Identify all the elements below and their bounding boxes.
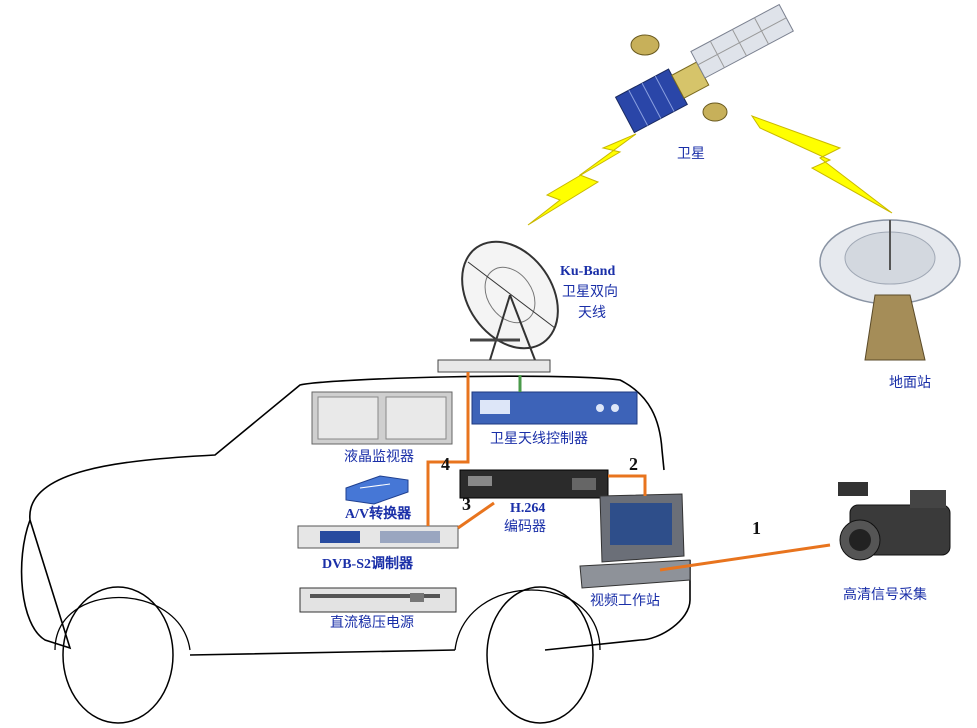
- modulator-icon: [297, 525, 459, 549]
- encoder-icon: [459, 469, 609, 499]
- line-workstation-to-camera: [659, 543, 831, 572]
- label-video-workstation: 视频工作站: [590, 593, 660, 609]
- line-antenna-to-modulator: [426, 372, 470, 526]
- camera-icon: [838, 482, 951, 561]
- label-antenna-band: Ku-Band: [560, 264, 616, 279]
- label-av-converter: A/V转换器: [345, 507, 412, 522]
- ground-dish-icon: [819, 219, 961, 361]
- label-hd-capture: 高清信号采集: [843, 587, 927, 603]
- label-satellite: 卫星: [677, 146, 705, 162]
- label-antenna-line1: 卫星双向: [562, 284, 618, 300]
- dish-antenna-icon: [437, 240, 559, 373]
- label-power-supply: 直流稳压电源: [330, 615, 414, 631]
- line-encoder-to-modulator: [457, 501, 495, 530]
- connection-number-4: 4: [441, 454, 450, 474]
- rear-wheel: [486, 586, 594, 724]
- label-antenna-line2: 天线: [578, 305, 606, 321]
- monitor-icon: [311, 391, 453, 445]
- front-wheel: [62, 586, 174, 724]
- power-supply-icon: [299, 587, 457, 613]
- converter-icon: [345, 475, 409, 505]
- connection-number-2: 2: [629, 454, 638, 474]
- label-lcd-monitor: 液晶监视器: [344, 449, 414, 465]
- lightning-bolt-left: [527, 133, 637, 226]
- label-ground-station: 地面站: [889, 375, 931, 391]
- connection-number-3: 3: [462, 494, 471, 514]
- label-encoder: 编码器: [504, 519, 546, 535]
- lightning-bolt-right: [750, 115, 893, 214]
- car-outline: [20, 375, 691, 656]
- workstation-icon: [579, 493, 691, 589]
- label-antenna-controller: 卫星天线控制器: [490, 431, 588, 447]
- satellite-icon: [614, 3, 794, 134]
- label-encoder-model: H.264: [510, 501, 546, 516]
- label-modulator: DVB-S2调制器: [322, 557, 414, 572]
- line-encoder-to-workstation: [608, 474, 647, 496]
- controller-icon: [471, 375, 638, 425]
- connection-number-1: 1: [752, 518, 761, 538]
